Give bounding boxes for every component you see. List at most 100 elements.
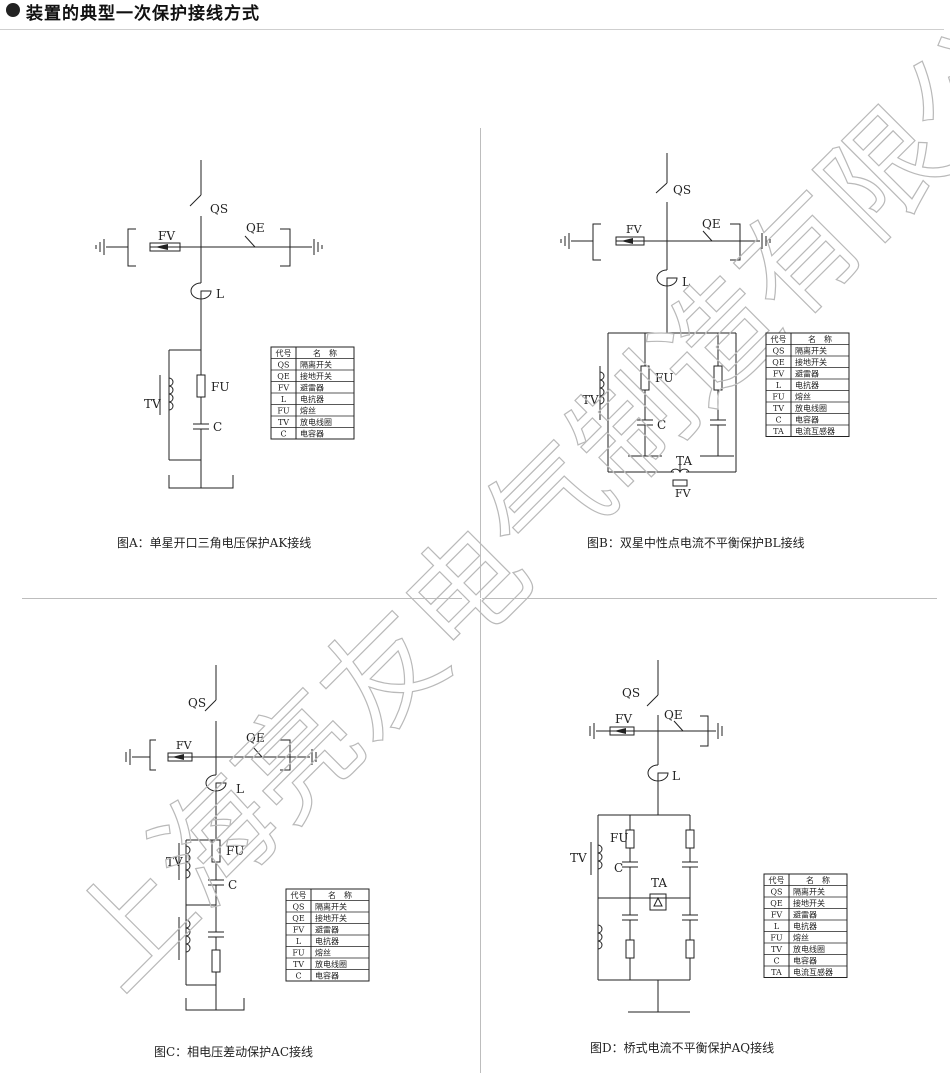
legend-name: 避雷器: [315, 925, 339, 935]
legend-header-name: 名 称: [806, 875, 830, 885]
disconnector-qs-c: [204, 699, 217, 712]
legend-name: 电流互感器: [793, 967, 833, 977]
legend-header-name: 名 称: [328, 890, 352, 900]
label-fv-b: FV: [626, 223, 643, 236]
disconnector-qs-d: [646, 694, 659, 707]
divider-horizontal-left: [22, 598, 462, 599]
label-fv-d: FV: [615, 712, 632, 726]
discharge-coil-tv-a: [168, 377, 174, 411]
legend-name: 避雷器: [795, 369, 819, 379]
legend-code: FV: [773, 370, 785, 379]
section-title: 装置的典型一次保护接线方式: [26, 4, 260, 24]
label-l-d: L: [672, 769, 680, 783]
legend-name: 隔离开关: [795, 346, 827, 356]
label-ta-d: TA: [651, 876, 667, 890]
legend-code: QS: [292, 903, 304, 912]
legend-code: TV: [771, 945, 782, 954]
legend-code: FU: [770, 934, 783, 943]
legend-code: QS: [770, 888, 782, 897]
discharge-coil-tv-c: [185, 845, 191, 879]
legend-code: QS: [277, 361, 289, 370]
legend-code: FU: [277, 407, 290, 416]
label-qs-c: QS: [188, 696, 206, 710]
legend-name: 避雷器: [300, 383, 324, 393]
ground-bracket-c: [185, 998, 245, 1011]
legend-name: 电流互感器: [795, 426, 835, 436]
label-qs-d: QS: [622, 686, 640, 700]
legend-name: 放电线圈: [795, 403, 827, 413]
legend-name: 电抗器: [315, 936, 339, 946]
arrester-fv-a: [149, 242, 181, 252]
legend-code: TV: [773, 404, 784, 413]
legend-name: 熔丝: [300, 406, 316, 416]
reactor-l-d: [647, 764, 669, 795]
caption-d: 图D：桥式电流不平衡保护AQ接线: [590, 1041, 775, 1055]
legend-code: QE: [292, 914, 305, 923]
earth-switch-qe-a: [244, 235, 256, 248]
disconnector-qs-b: [655, 182, 668, 194]
legend-code: TV: [278, 418, 289, 427]
legend-header-code: 代号: [771, 334, 787, 344]
label-fu-d: FU: [610, 831, 628, 845]
discharge-coil-tv-d: [597, 844, 603, 870]
legend-header-code: 代号: [276, 348, 292, 358]
arrester-fv-b-2: [672, 479, 688, 487]
legend-name: 避雷器: [793, 910, 817, 920]
reactor-l-b: [656, 269, 678, 300]
label-fu-c: FU: [226, 844, 244, 858]
legend-name: 放电线圈: [793, 944, 825, 954]
legend-name: 隔离开关: [793, 887, 825, 897]
divider-horizontal-right: [482, 598, 937, 599]
legend-name: 电容器: [795, 415, 819, 425]
legend-code: C: [775, 416, 781, 425]
label-tv-d: TV: [570, 851, 587, 865]
legend-name: 电容器: [315, 971, 339, 981]
label-c-b: C: [657, 418, 666, 432]
legend-code: QE: [770, 899, 783, 908]
legend-code: QE: [277, 372, 290, 381]
label-fv-c: FV: [176, 739, 193, 752]
diagram-a: QS FV QE L TV FU C: [95, 160, 323, 489]
legend-code: L: [776, 381, 782, 390]
legend-name: 接地开关: [300, 371, 332, 381]
legend-name: 放电线圈: [300, 417, 332, 427]
legend-name: 电抗器: [793, 921, 817, 931]
legend-code: C: [773, 957, 779, 966]
legend-name: 熔丝: [793, 933, 809, 943]
legend-code: TA: [771, 968, 782, 977]
label-fu-b: FU: [655, 371, 673, 385]
earth-switch-qe-d: [673, 720, 684, 732]
legend-code: FU: [292, 949, 305, 958]
legend-code: C: [295, 972, 301, 981]
legend-code: FU: [772, 393, 785, 402]
arrester-fv-b: [615, 236, 645, 246]
reactor-l-c: [205, 774, 227, 810]
legend-header-name: 名 称: [808, 334, 832, 344]
label-c-d: C: [614, 861, 623, 875]
legend-name: 放电线圈: [315, 959, 347, 969]
label-c-a: C: [213, 420, 222, 434]
legend-code: L: [281, 395, 287, 404]
legend-code: FV: [771, 911, 783, 920]
legend-name: 电抗器: [795, 380, 819, 390]
legend-code: FV: [278, 384, 290, 393]
legend-header-code: 代号: [291, 890, 307, 900]
diagram-b: QS FV QE L FU C TA: [560, 153, 771, 500]
current-transformer-ta-b: [670, 468, 690, 474]
label-qe-b: QE: [702, 217, 721, 231]
legend-code: L: [296, 937, 302, 946]
label-qs-b: QS: [673, 183, 691, 197]
label-fv-a: FV: [158, 229, 175, 243]
header-rule: [0, 29, 944, 30]
earth-switch-qe-b: [702, 230, 713, 242]
legend-name: 熔丝: [795, 392, 811, 402]
caption-c: 图C：相电压差动保护AC接线: [154, 1045, 314, 1059]
label-l-a: L: [216, 287, 224, 301]
legend-name: 电抗器: [300, 394, 324, 404]
label-fv-b-2: FV: [675, 487, 692, 500]
